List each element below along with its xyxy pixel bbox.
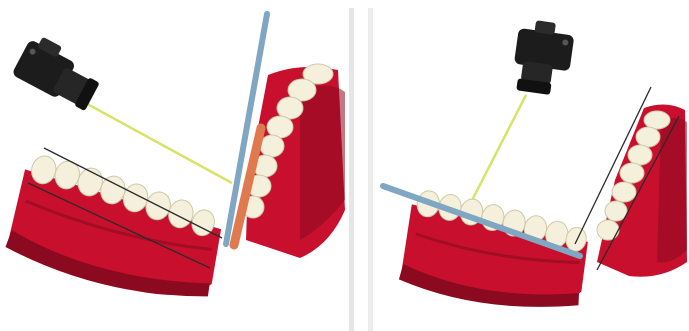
left-illustration xyxy=(0,0,350,331)
right-panel xyxy=(361,0,689,331)
beam-line xyxy=(465,95,526,214)
upper-jaw xyxy=(597,104,687,276)
beam-line xyxy=(80,100,232,183)
left-panel xyxy=(0,0,350,331)
camera-icon xyxy=(510,18,575,97)
lower-jaw xyxy=(395,187,596,323)
camera-icon xyxy=(11,32,106,113)
right-illustration xyxy=(361,0,689,331)
panel-divider xyxy=(349,8,354,331)
lower-jaw xyxy=(0,149,234,315)
